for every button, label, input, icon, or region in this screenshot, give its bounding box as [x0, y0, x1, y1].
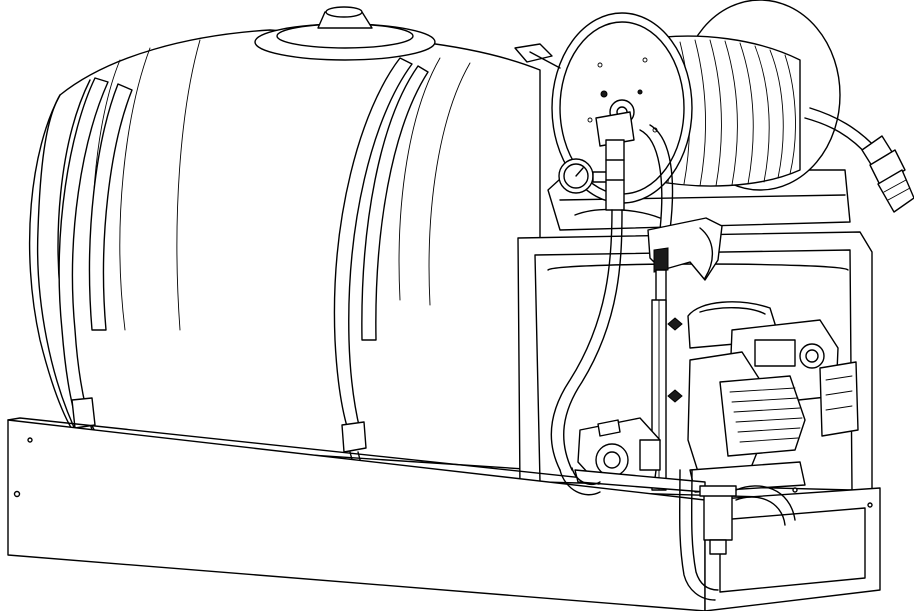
bypass-hose [559, 467, 601, 496]
pressure-gauge [558, 158, 609, 194]
suction-strainer [678, 469, 796, 601]
valve-assembly [550, 111, 674, 471]
tank-lid [254, 6, 436, 61]
hose-nozzle [804, 107, 914, 213]
pump [574, 417, 706, 493]
spray-wand [651, 299, 683, 491]
hose-reel [514, 0, 851, 231]
tank [28, 29, 541, 471]
engine [687, 301, 859, 493]
